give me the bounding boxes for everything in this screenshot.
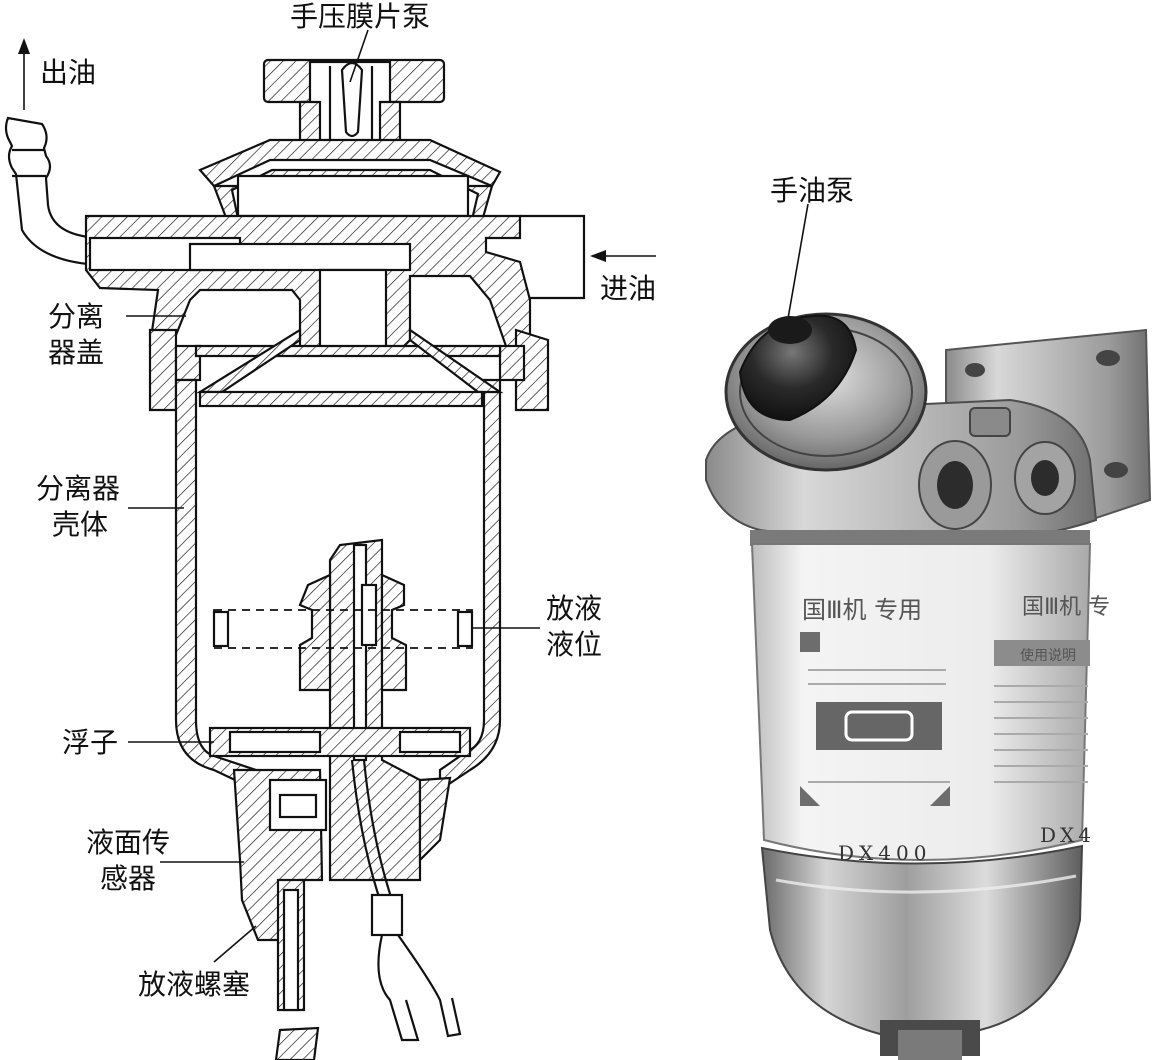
pump-knob [262,58,446,152]
label-text-lines [808,669,1088,783]
label-pump: 手压膜片泵 [290,0,430,33]
label-level-line2: 液位 [546,628,602,661]
label-outlet: 出油 [40,56,96,89]
labels: 手压膜片泵 出油 进油 分离 器盖 分离器 壳体 放液 液位 浮子 液面传 感器… [36,0,854,1001]
cross-section [4,58,586,1060]
label-level-line1: 放液 [546,592,602,625]
product-photo: 国Ⅲ机 专用 国Ⅲ机 专 使用说明 [705,312,1152,1060]
label-sensor-line2: 感器 [100,862,156,895]
separator-cover [84,214,532,354]
level-indicator [212,609,474,649]
canister-title-side: 国Ⅲ机 专 [1022,595,1110,620]
canister-subtitle: 使用说明 [1020,647,1076,664]
leaders [18,29,809,963]
label-sensor-line1: 液面传 [86,826,170,859]
canister-model-side: DX4 [1040,823,1095,847]
label-cover-line2: 器盖 [48,336,104,369]
label-shell-line2: 壳体 [52,508,108,541]
label-inlet: 进油 [600,272,656,305]
label-hand-pump: 手油泵 [770,174,854,207]
label-shell-line1: 分离器 [36,472,120,505]
canister-title: 国Ⅲ机 专用 [802,596,922,624]
inlet-port [520,214,586,300]
brand-logo [816,702,942,750]
label-cover-line1: 分离 [48,300,104,333]
filter-canister: 国Ⅲ机 专用 国Ⅲ机 专 使用说明 [750,530,1110,865]
float-assembly [208,538,472,882]
hand-pump-dome [724,312,928,472]
label-plug: 放液螺塞 [138,968,250,1001]
sensor-wires [350,759,462,1042]
sensor-body [232,768,452,1060]
glass-bowl [760,844,1084,1060]
pump-housing [198,138,502,230]
baffle [196,327,504,408]
label-float: 浮子 [62,726,118,759]
